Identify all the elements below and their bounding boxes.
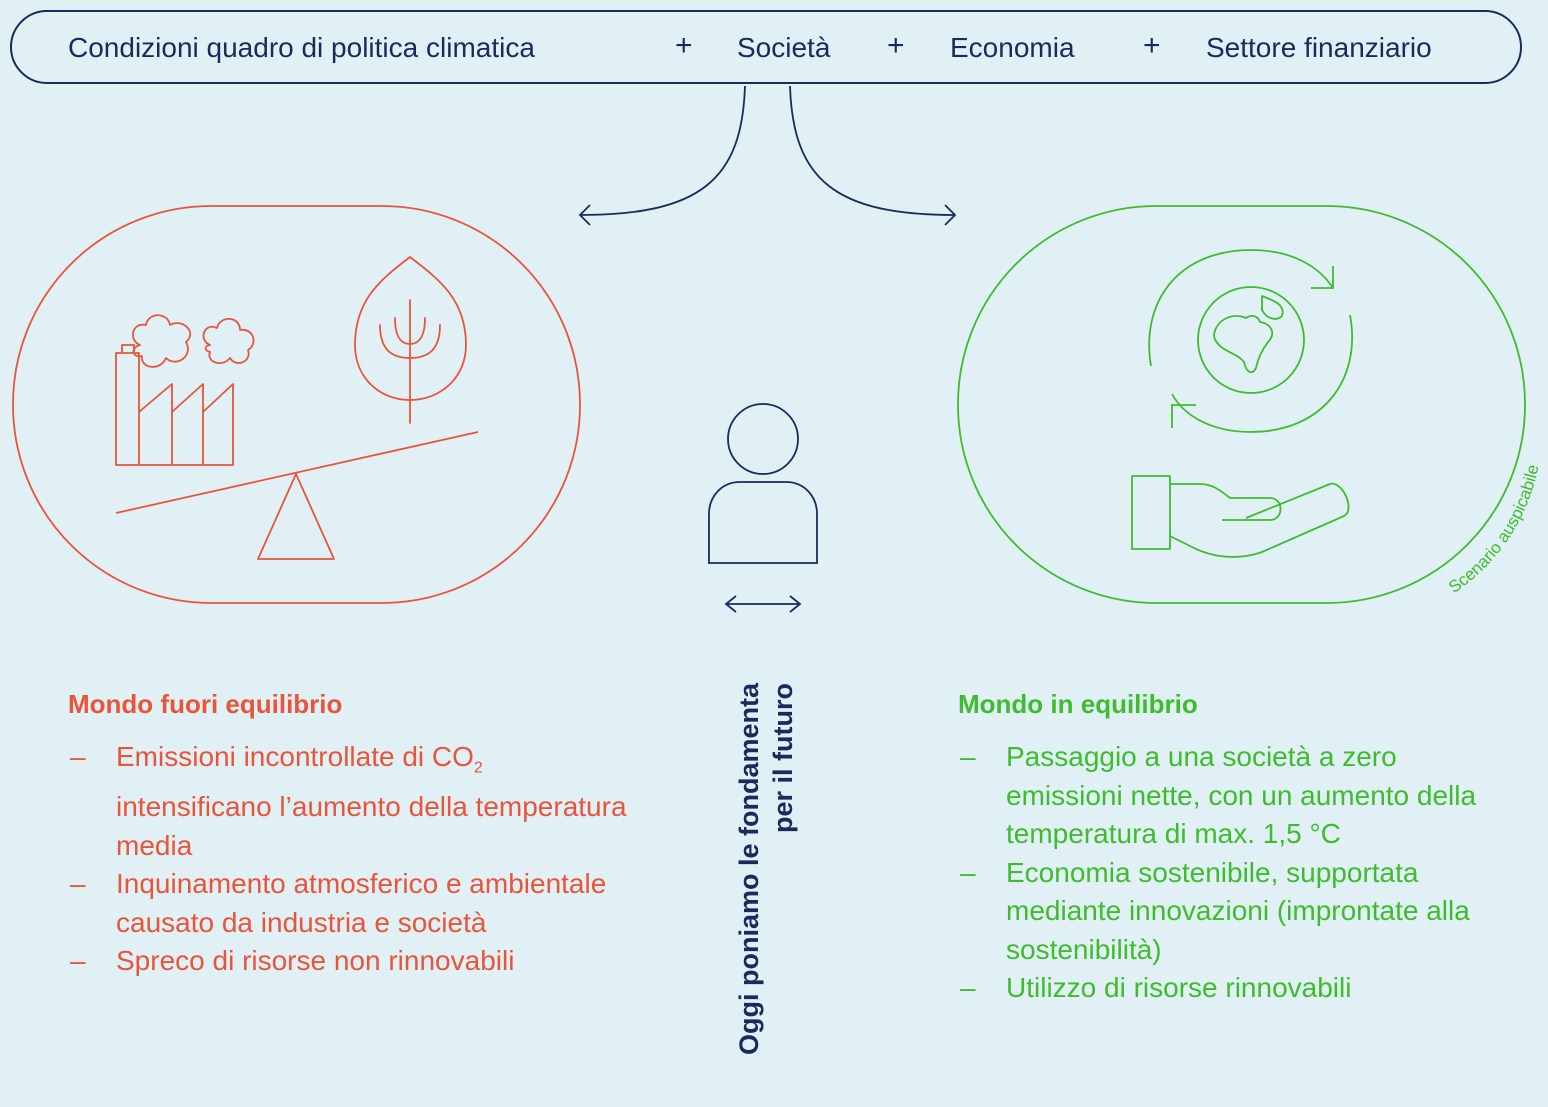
list-item-text: Emissioni incontrollate di CO: [116, 741, 474, 772]
left-panel-list: – Emissioni incontrollate di CO2 intensi…: [68, 738, 628, 981]
left-panel-title: Mondo fuori equilibrio: [68, 689, 343, 719]
connector-arrows: [578, 85, 957, 226]
list-item-text: Passaggio a una società a zero emissioni…: [1006, 741, 1477, 849]
list-item: – Emissioni incontrollate di CO2 intensi…: [68, 738, 628, 865]
globe-icon: [1197, 286, 1305, 394]
factors-bar: [10, 10, 1522, 84]
scenario-badge: Scenario auspicabile: [1445, 463, 1542, 597]
plus-separator: +: [887, 29, 905, 62]
list-item-text: Utilizzo di risorse rinnovabili: [1006, 972, 1352, 1003]
bullet-dash: –: [70, 741, 86, 772]
person-icon: [708, 403, 818, 564]
bullet-dash: –: [70, 868, 86, 900]
factor-climate-policy: Condizioni quadro di politica climatica: [68, 32, 535, 63]
center-label-line1: Oggi poniamo le fondamenta: [734, 683, 764, 1056]
right-panel-list: – Passaggio a una società a zero emissio…: [958, 738, 1518, 1008]
center-label-line2: per il futuro: [768, 683, 798, 833]
right-world-frame: [957, 205, 1526, 604]
hand-icon: [1131, 475, 1350, 558]
double-arrow-icon: [724, 595, 802, 613]
plus-separator: +: [675, 29, 693, 62]
factor-society: Società: [737, 32, 831, 63]
list-item: – Inquinamento atmosferico e ambientale …: [68, 865, 628, 942]
list-item: – Economia sostenibile, supportata media…: [958, 854, 1518, 970]
list-item: – Passaggio a una società a zero emissio…: [958, 738, 1518, 854]
bullet-dash: –: [960, 856, 976, 888]
list-item: – Utilizzo di risorse rinnovabili: [958, 969, 1518, 1008]
cycle-arrows-icon: [1148, 249, 1353, 433]
bullet-dash: –: [960, 972, 976, 1003]
seesaw-icon: [115, 431, 479, 560]
factory-icon: [115, 314, 255, 466]
plus-separator: +: [1143, 29, 1161, 62]
right-panel-title: Mondo in equilibrio: [958, 689, 1198, 719]
factor-economy: Economia: [950, 32, 1075, 63]
list-item-text: Spreco di risorse non rinnovabili: [116, 945, 515, 977]
factor-finance: Settore finanziario: [1206, 32, 1432, 63]
list-item-text-continued: intensificano l’aumento della temperatur…: [116, 791, 627, 861]
bullet-dash: –: [70, 945, 86, 977]
list-item: – Spreco di risorse non rinnovabili: [68, 942, 628, 981]
list-item-text: Inquinamento atmosferico e ambientale ca…: [116, 868, 607, 938]
list-item-text: Economia sostenibile, supportata mediant…: [1006, 856, 1470, 965]
leaf-icon: [354, 255, 467, 424]
co2-subscript: 2: [473, 759, 483, 777]
bullet-dash: –: [960, 741, 976, 772]
left-world-frame: [12, 205, 581, 604]
